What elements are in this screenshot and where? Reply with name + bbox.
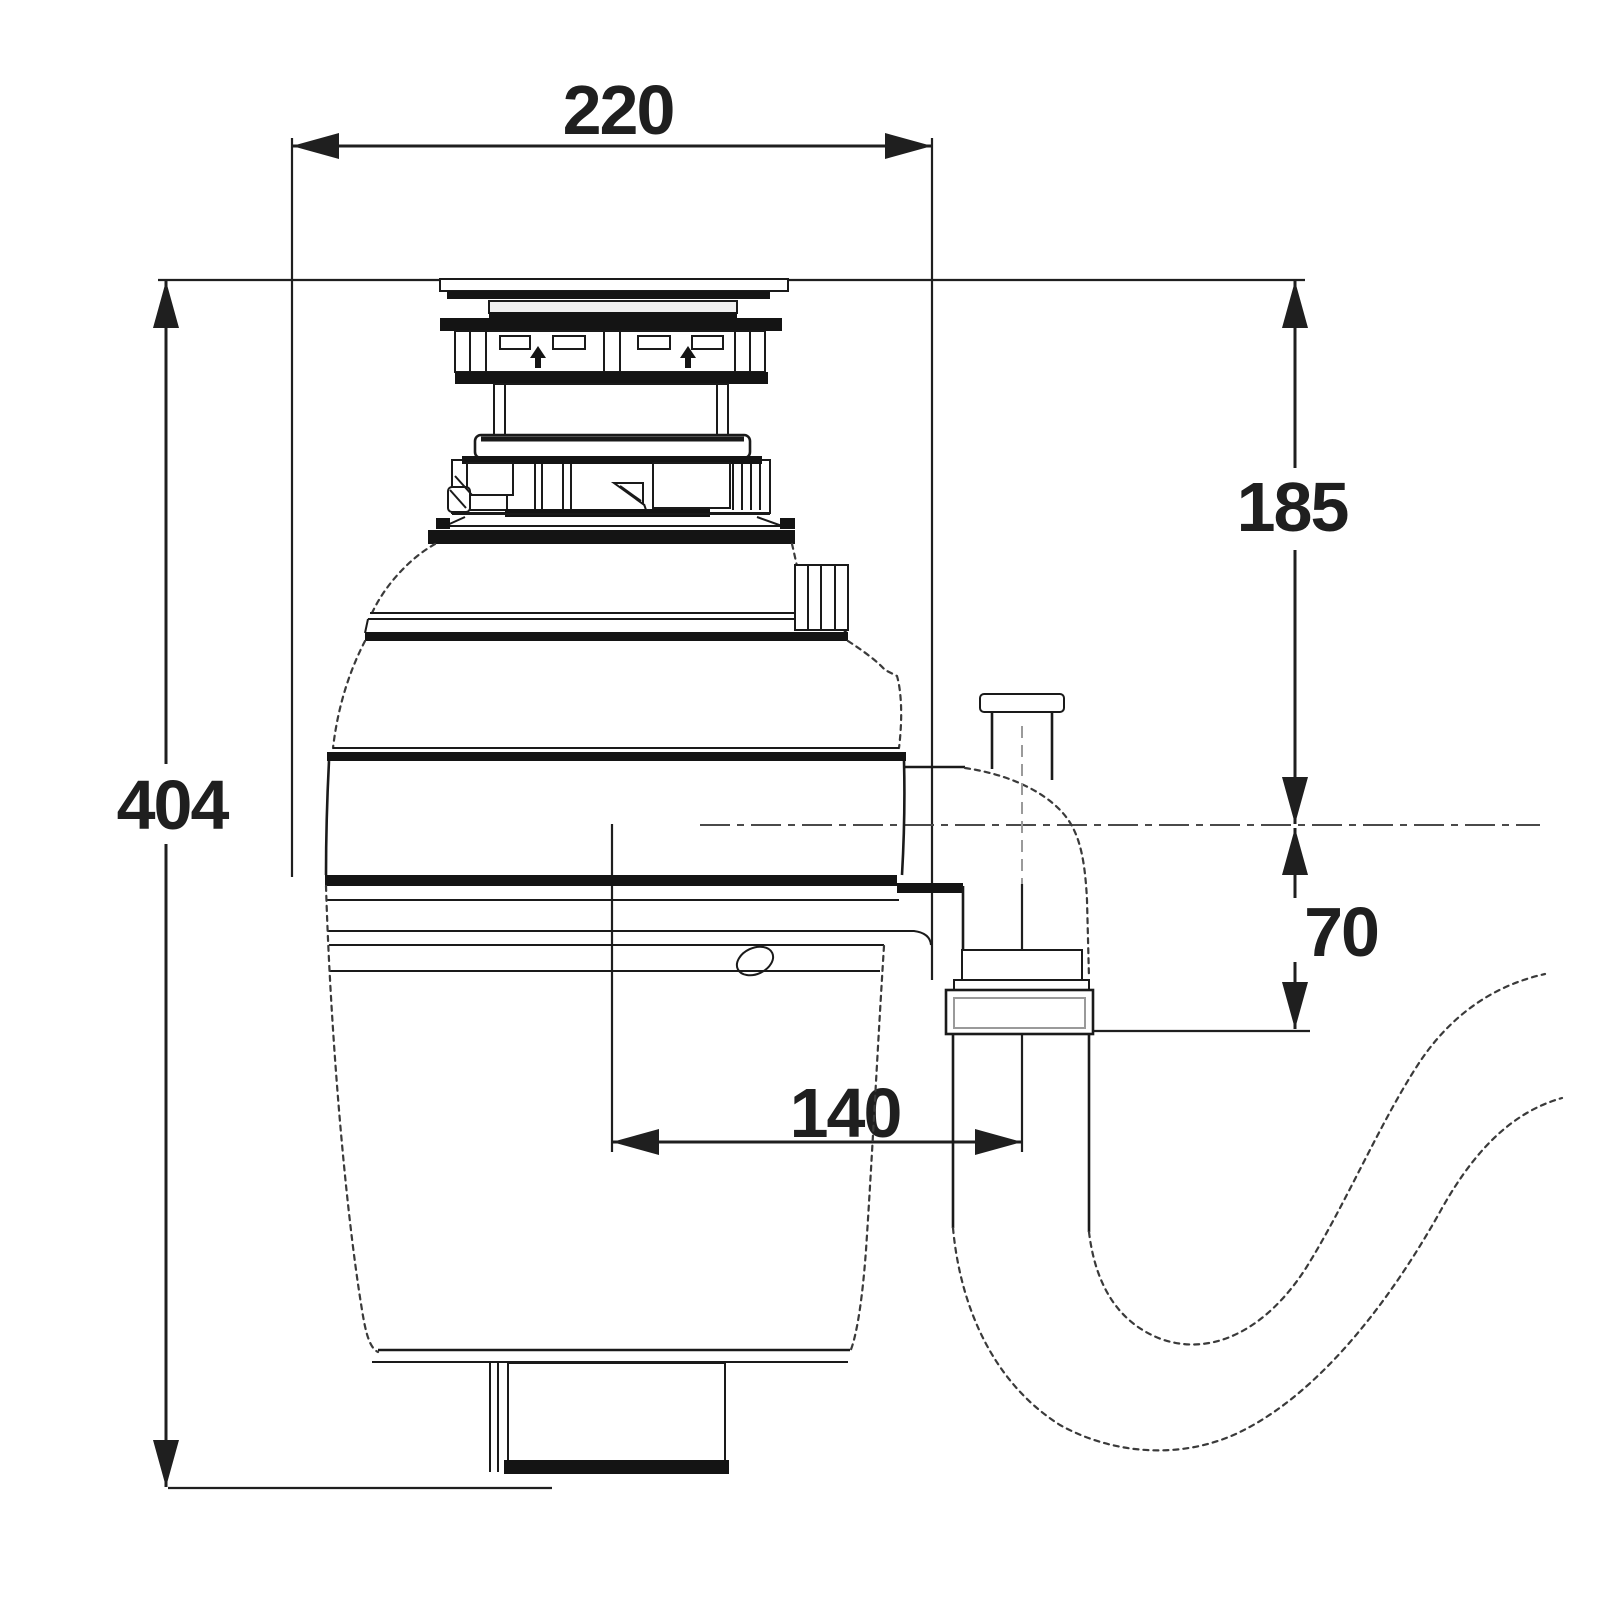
arrowhead-up-icon	[1282, 828, 1308, 875]
arrowhead-right-icon	[885, 133, 932, 159]
housing-screw-hole	[735, 945, 775, 977]
mount-screw-icon	[680, 346, 696, 368]
arrowhead-right-icon	[975, 1129, 1022, 1155]
dimension-outlet-to-nut: 70	[1090, 828, 1380, 1033]
motor-housing-lower	[324, 884, 932, 1363]
lower-shell	[324, 760, 963, 893]
dimension-label-185: 185	[1237, 468, 1348, 546]
dimension-label-70: 70	[1304, 893, 1378, 971]
mount-slot	[552, 335, 586, 350]
reset-block	[466, 462, 514, 496]
outlet-and-trap	[905, 693, 1564, 1452]
arrowhead-left-icon	[292, 133, 339, 159]
arrowhead-down-icon	[1282, 777, 1308, 824]
housing-top-band	[428, 530, 795, 544]
mounting-ring	[454, 330, 766, 373]
outlet-elbow	[963, 766, 1091, 980]
dimension-lines: 220 404 185 70	[117, 71, 1540, 1490]
flange-neck	[493, 383, 729, 436]
sink-flange-assembly	[436, 278, 795, 529]
arrowhead-up-icon	[153, 281, 179, 328]
s-trap-inner-curve	[1087, 972, 1547, 1346]
tailpiece-cap	[979, 693, 1065, 713]
mount-slot	[637, 335, 671, 350]
dimension-label-140: 140	[790, 1074, 901, 1152]
sink-flange-plate	[439, 278, 789, 292]
mount-slot	[691, 335, 724, 350]
grind-chamber	[327, 639, 906, 761]
arrowhead-up-icon	[1282, 281, 1308, 328]
bottom-collar	[489, 1362, 729, 1474]
tailpiece	[979, 693, 1065, 884]
dimension-overall-width: 220	[290, 71, 934, 980]
mount-screw-icon	[530, 346, 546, 368]
collar-tab-icon	[610, 482, 644, 506]
dimension-label-height: 404	[117, 766, 230, 844]
arrowhead-left-icon	[612, 1129, 659, 1155]
s-trap-outer-curve	[951, 1096, 1564, 1452]
clamp-collar	[447, 456, 771, 517]
dimension-overall-height: 404	[117, 281, 552, 1490]
motor-housing-upper	[364, 542, 849, 641]
trap-nut	[944, 949, 1095, 1036]
dimension-label-width: 220	[563, 71, 674, 149]
arrowhead-down-icon	[153, 1440, 179, 1487]
dimension-flange-to-outlet: 185	[1237, 281, 1349, 824]
disposer-body	[324, 530, 963, 1474]
arrowhead-down-icon	[1282, 982, 1308, 1029]
mounting-flange-band	[440, 318, 782, 331]
mount-slot	[499, 335, 531, 350]
dishwasher-inlet-spigot	[794, 564, 849, 631]
collar-panel	[652, 462, 731, 509]
